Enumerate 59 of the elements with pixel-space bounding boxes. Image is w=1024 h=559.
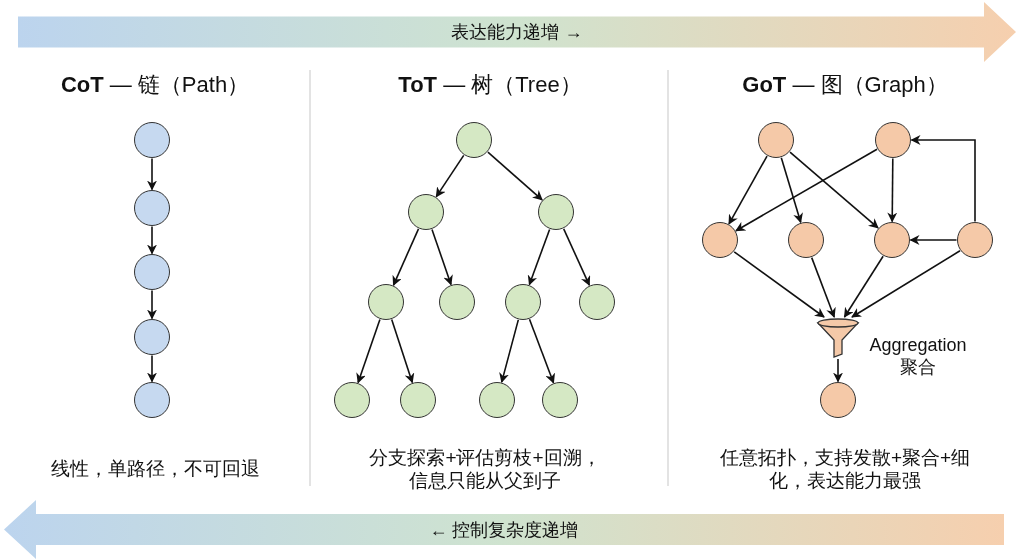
circle-node bbox=[702, 222, 738, 258]
circle-node bbox=[542, 382, 578, 418]
arrow bbox=[435, 154, 465, 198]
circle-node bbox=[579, 284, 615, 320]
gradient-arrow-banner: 表达能力递增 → bbox=[18, 2, 1016, 62]
circle-node bbox=[758, 122, 794, 158]
description-text: 分支探索+评估剪枝+回溯，信息只能从父到子 bbox=[368, 446, 602, 492]
section-title: CoT — 链（Path） bbox=[59, 72, 251, 98]
arrow bbox=[147, 354, 157, 383]
arrow bbox=[843, 255, 884, 318]
circle-node bbox=[820, 382, 856, 418]
circle-node bbox=[368, 284, 404, 320]
arrow bbox=[735, 148, 878, 232]
aggregation-label: Aggregation 聚合 bbox=[868, 334, 968, 378]
arrow bbox=[733, 251, 825, 318]
circle-node bbox=[505, 284, 541, 320]
circle-node bbox=[134, 382, 170, 418]
arrow bbox=[499, 319, 520, 384]
circle-node bbox=[134, 190, 170, 226]
arrow bbox=[780, 156, 803, 224]
circle-node bbox=[874, 222, 910, 258]
circle-node bbox=[134, 122, 170, 158]
arrow bbox=[728, 155, 768, 225]
arrow bbox=[527, 228, 551, 286]
section-title: GoT — 图（Graph） bbox=[741, 72, 949, 98]
circle-node bbox=[788, 222, 824, 258]
arrow bbox=[789, 151, 879, 229]
section-title: ToT — 树（Tree） bbox=[397, 72, 583, 98]
circle-node bbox=[456, 122, 492, 158]
circle-node bbox=[439, 284, 475, 320]
arrow bbox=[147, 289, 157, 320]
circle-node bbox=[957, 222, 993, 258]
description-text: 线性，单路径，不可回退 bbox=[49, 457, 261, 480]
arrow bbox=[431, 228, 453, 286]
gradient-arrow-banner: ← 控制复杂度递增 bbox=[4, 500, 1004, 559]
description-text: 任意拓扑，支持发散+聚合+细化，表达能力最强 bbox=[718, 446, 972, 492]
arrow bbox=[851, 250, 961, 318]
arrow bbox=[356, 318, 381, 384]
arrow bbox=[390, 318, 415, 384]
circle-node bbox=[875, 122, 911, 158]
circle-node bbox=[334, 382, 370, 418]
circle-node bbox=[479, 382, 515, 418]
arrow bbox=[528, 318, 555, 384]
arrow bbox=[392, 228, 420, 286]
arrow bbox=[487, 151, 543, 201]
arrow bbox=[810, 256, 836, 318]
circle-node bbox=[134, 319, 170, 355]
arrow bbox=[147, 157, 157, 191]
circle-node bbox=[408, 194, 444, 230]
circle-node bbox=[134, 254, 170, 290]
arrow bbox=[909, 235, 958, 245]
funnel-icon bbox=[816, 318, 860, 358]
circle-node bbox=[400, 382, 436, 418]
arrow bbox=[833, 358, 843, 383]
arrow bbox=[562, 228, 591, 287]
arrow bbox=[887, 157, 898, 223]
arrow bbox=[910, 135, 976, 223]
arrow bbox=[147, 225, 157, 255]
circle-node bbox=[538, 194, 574, 230]
